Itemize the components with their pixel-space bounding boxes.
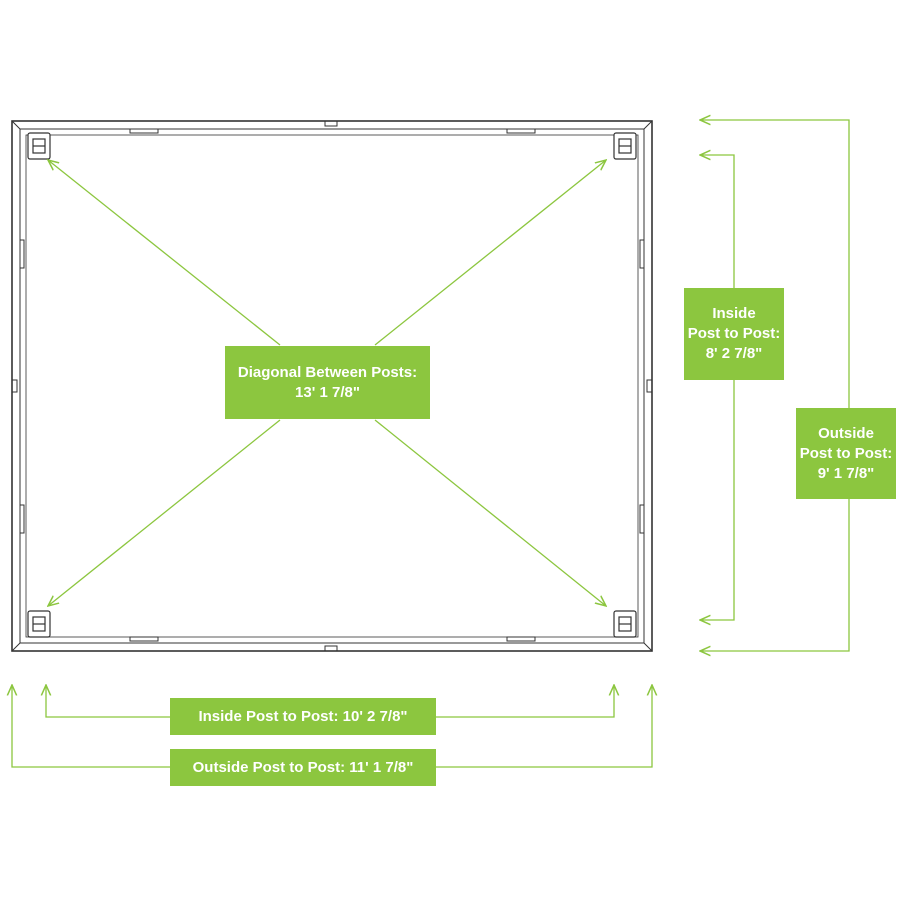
post-top-right [613, 132, 637, 160]
diagonal-label-line2: 13' 1 7/8" [295, 383, 360, 401]
post-bottom-right [613, 610, 637, 638]
outside-width-label-text: Outside Post to Post: 11' 1 7/8" [192, 758, 414, 776]
post-bottom-left [27, 610, 51, 638]
diagonal-label-line1: Diagonal Between Posts: [237, 363, 418, 381]
post-top-left [27, 132, 51, 160]
inside-height-dimension [700, 155, 735, 620]
frame-clips [11, 120, 653, 652]
outside-height-label-line1: Outside [818, 424, 874, 442]
inside-width-dimension [46, 685, 614, 718]
outside-width-label: Outside Post to Post: 11' 1 7/8" [170, 749, 436, 786]
outside-height-label-line2: Post to Post: [799, 444, 893, 462]
inside-width-label-text: Inside Post to Post: 10' 2 7/8" [198, 707, 408, 725]
inside-height-label-line3: 8' 2 7/8" [705, 345, 763, 362]
outside-height-label-line3: 9' 1 7/8" [817, 464, 875, 482]
outside-width-dimension [12, 685, 652, 768]
inside-height-label-line1: Inside [712, 305, 756, 322]
diagonal-label: Diagonal Between Posts: 13' 1 7/8" [225, 346, 430, 419]
inside-height-label: Inside Post to Post: 8' 2 7/8" [684, 288, 784, 380]
inside-height-label-line2: Post to Post: [687, 325, 781, 342]
diagonal-arrows [48, 160, 606, 606]
inside-width-label: Inside Post to Post: 10' 2 7/8" [170, 698, 436, 735]
outside-height-dimension [700, 120, 850, 651]
outside-height-label: Outside Post to Post: 9' 1 7/8" [796, 408, 896, 499]
